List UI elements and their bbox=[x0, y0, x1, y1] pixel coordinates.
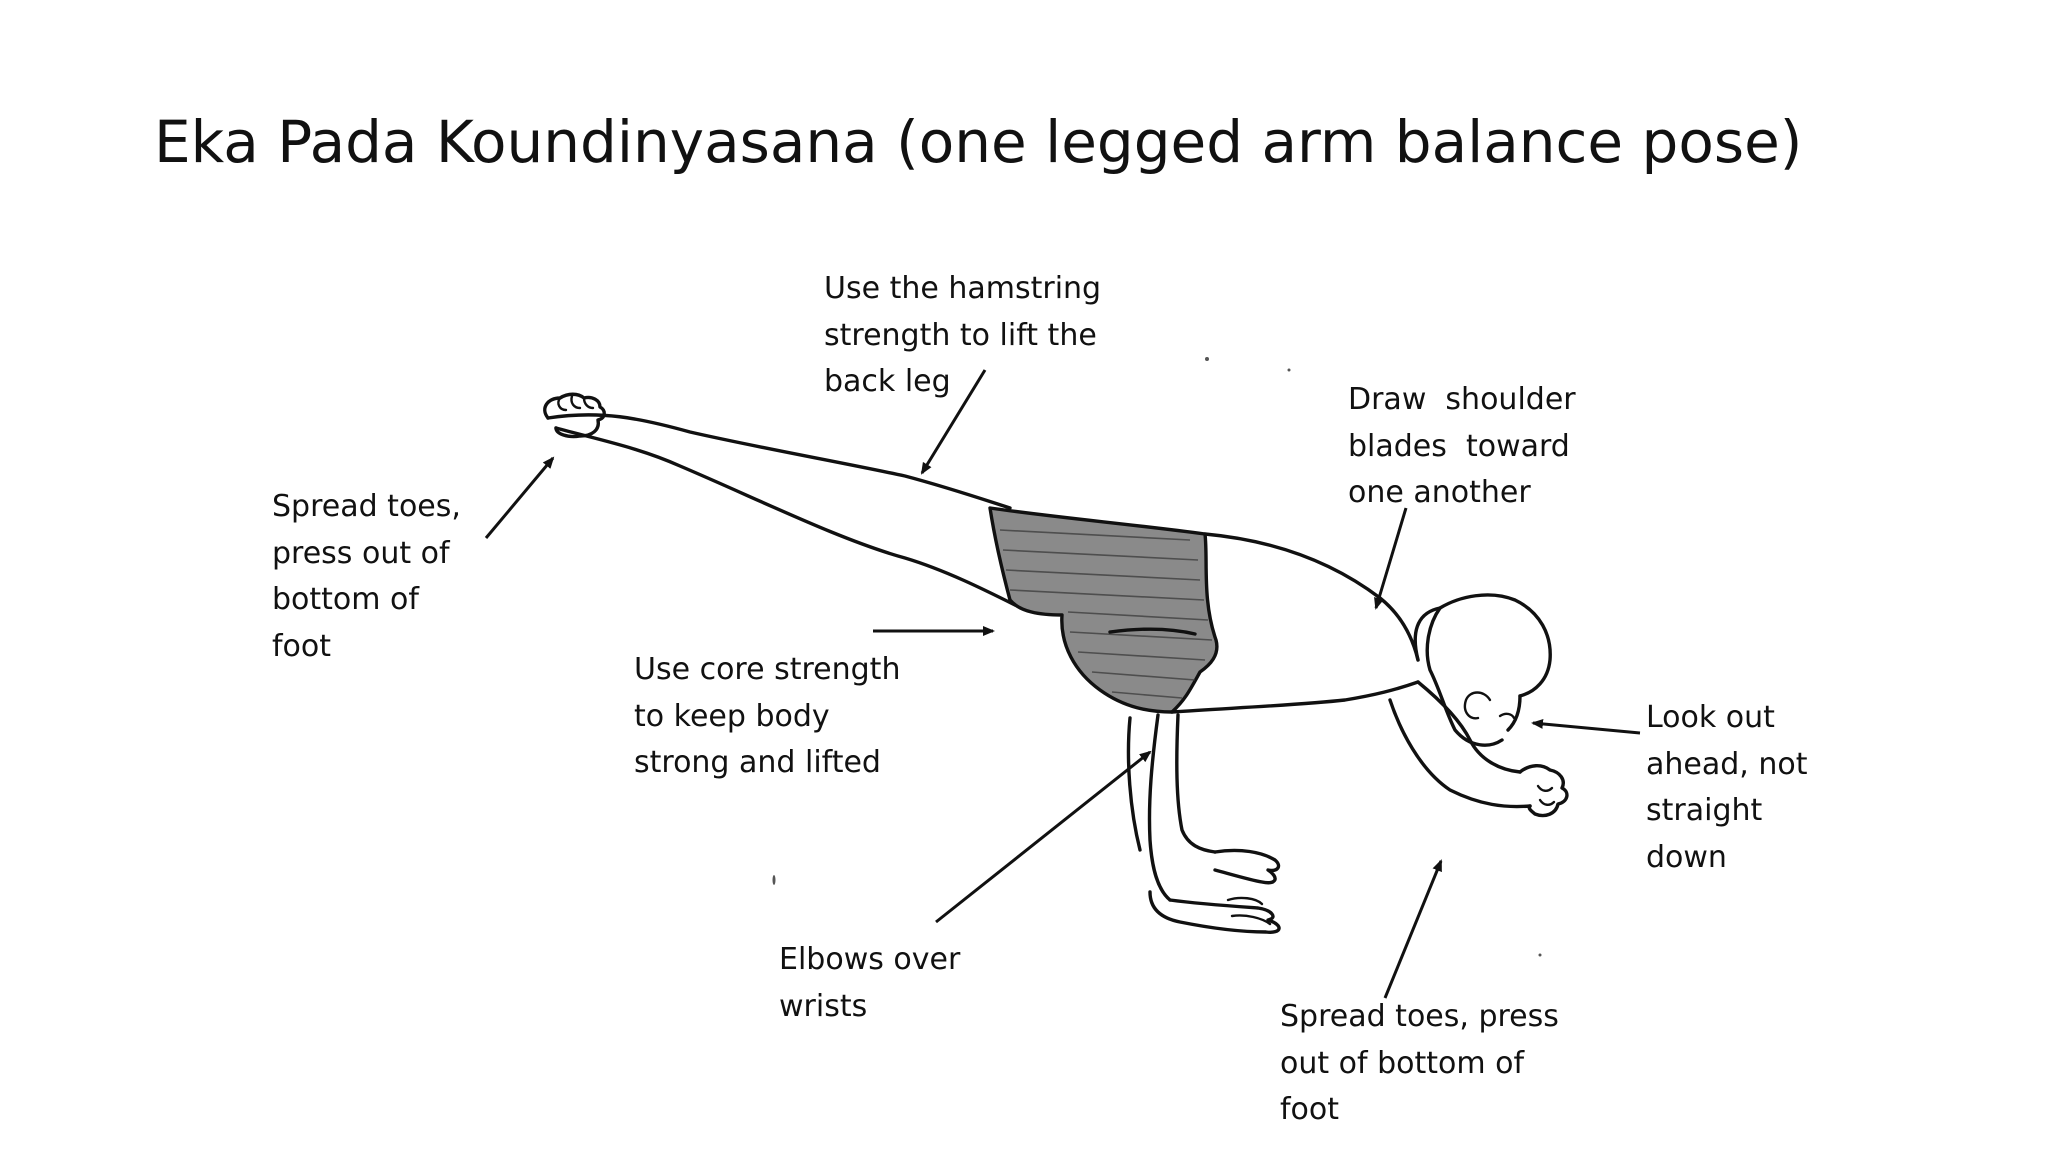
hands bbox=[1148, 848, 1281, 934]
annotation-line: blades toward bbox=[1348, 428, 1570, 464]
back-foot bbox=[543, 392, 606, 439]
annotation-line: straight bbox=[1646, 793, 1763, 828]
annotation-line: strength to lift the bbox=[824, 317, 1097, 353]
torso bbox=[1170, 532, 1420, 714]
annotation-line: out of bottom of bbox=[1280, 1045, 1525, 1081]
arrow-front-toes bbox=[1383, 859, 1443, 999]
annotation-line: one another bbox=[1348, 475, 1531, 510]
head bbox=[1413, 593, 1552, 747]
annotation-line: Draw shoulder bbox=[1348, 382, 1576, 417]
annotation-line: Elbows over bbox=[779, 942, 961, 977]
annotation-line: to keep body bbox=[634, 698, 830, 734]
page-title: Eka Pada Koundinyasana (one legged arm b… bbox=[154, 108, 1803, 176]
annotation-arrows bbox=[484, 369, 1641, 999]
annotation-line: bottom of bbox=[272, 582, 419, 617]
shorts bbox=[988, 506, 1219, 714]
arrow-gaze bbox=[1531, 718, 1641, 735]
back-leg bbox=[546, 413, 1017, 607]
annotation-line: wrists bbox=[779, 988, 868, 1024]
annotation-line: Spread toes, press bbox=[1280, 999, 1559, 1034]
paper-specks bbox=[772, 357, 1542, 957]
annotation-line: down bbox=[1646, 839, 1727, 875]
annotation-line: foot bbox=[272, 628, 332, 664]
annotation-line: foot bbox=[1280, 1092, 1340, 1127]
arrow-shoulder-blades bbox=[1374, 507, 1408, 610]
annotation-core: Use core strength to keep body strong an… bbox=[634, 647, 900, 787]
front-foot bbox=[1518, 764, 1569, 818]
arrow-back-toes bbox=[484, 456, 555, 539]
annotation-line: ahead, not bbox=[1646, 746, 1808, 782]
arrow-hamstring bbox=[920, 369, 987, 475]
annotation-elbows: Elbows over wrists bbox=[779, 937, 960, 1030]
annotation-line: Look out bbox=[1646, 700, 1775, 735]
annotation-hamstring: Use the hamstring strength to lift the b… bbox=[824, 266, 1101, 406]
arms bbox=[1126, 713, 1217, 902]
annotation-shoulder-blades: Draw shoulder blades toward one another bbox=[1348, 377, 1576, 517]
annotation-gaze: Look out ahead, not straight down bbox=[1646, 695, 1807, 881]
annotation-line: Use the hamstring bbox=[824, 271, 1102, 306]
annotation-line: press out of bbox=[272, 535, 450, 571]
annotation-back-toes: Spread toes, press out of bottom of foot bbox=[272, 484, 461, 670]
annotation-front-toes: Spread toes, press out of bottom of foot bbox=[1280, 994, 1559, 1134]
annotation-line: Spread toes, bbox=[272, 489, 461, 524]
annotation-line: strong and lifted bbox=[634, 745, 881, 780]
annotation-line: Use core strength bbox=[634, 652, 901, 687]
annotation-line: back leg bbox=[824, 364, 951, 399]
arrow-elbows bbox=[935, 750, 1152, 924]
front-leg bbox=[1388, 680, 1532, 809]
